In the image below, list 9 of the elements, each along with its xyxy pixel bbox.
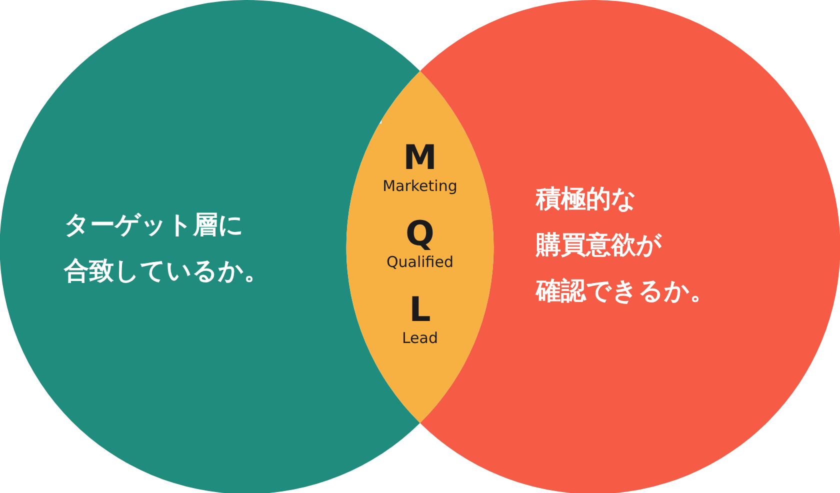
term-label: Lead bbox=[402, 328, 438, 348]
acronym-letter: M bbox=[403, 140, 437, 176]
acronym-letter: Q bbox=[406, 216, 434, 252]
venn-overlap bbox=[346, 70, 494, 424]
circle-text: ターゲット層に合致しているか。 bbox=[64, 209, 270, 287]
term-label: Marketing bbox=[382, 176, 458, 196]
term-label: Qualified bbox=[386, 252, 454, 272]
acronym-letter: L bbox=[409, 292, 431, 328]
circle-text: 積極的な購買意欲が確認できるか。 bbox=[536, 183, 716, 307]
